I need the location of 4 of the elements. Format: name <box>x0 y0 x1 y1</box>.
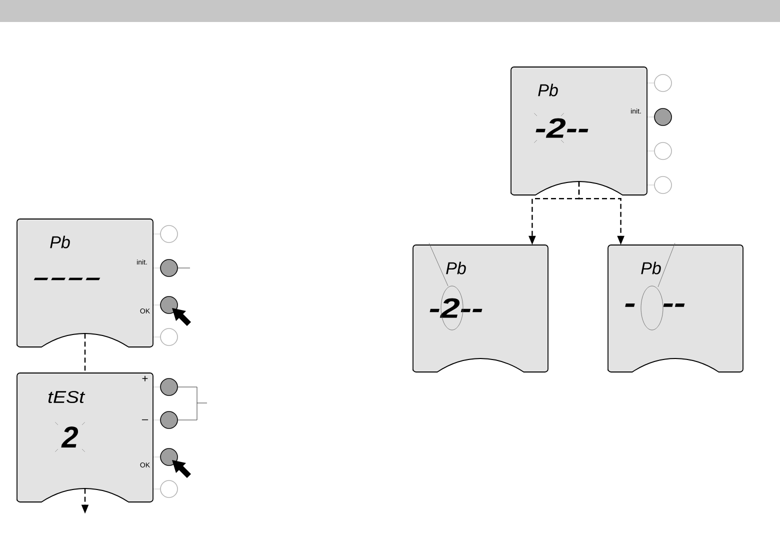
button-label: – <box>142 419 148 420</box>
button-label: + <box>142 376 148 382</box>
display-screen: Pb - -- <box>608 244 744 372</box>
display-screen: Pb -2-- <box>412 244 548 372</box>
